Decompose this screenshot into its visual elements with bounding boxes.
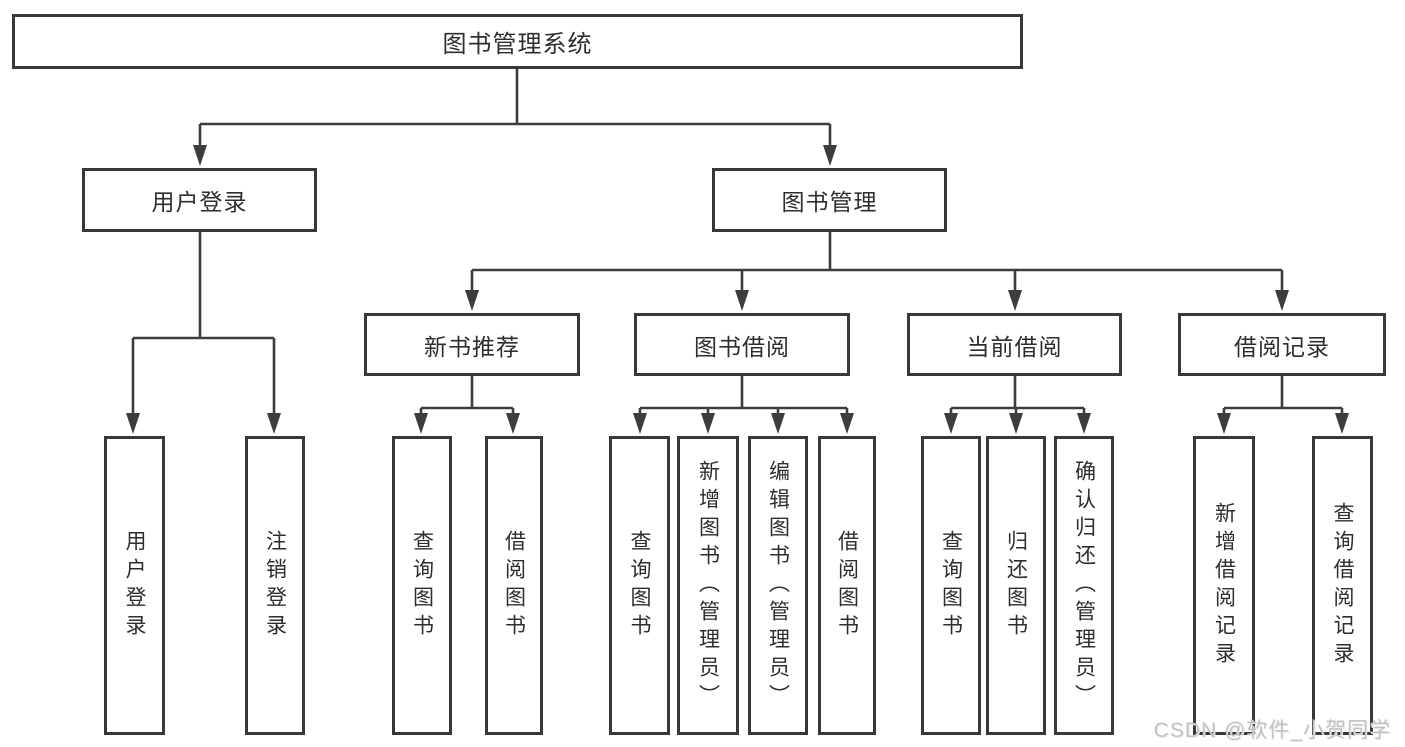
arrowheads (126, 145, 1349, 434)
leaf-query-books-recommend: 查询图书 (392, 436, 452, 735)
leaf-return-books: 归还图书 (986, 436, 1046, 735)
leaf-query-books-borrowing: 查询图书 (609, 436, 670, 735)
leaf-borrow-books-recommend: 借阅图书 (485, 436, 543, 735)
node-library-management-system: 图书管理系统 (12, 14, 1023, 69)
leaf-query-borrow-record: 查询借阅记录 (1312, 436, 1373, 735)
node-new-book-recommend: 新书推荐 (364, 313, 580, 376)
leaf-add-books-admin: 新增图书（管理员） (677, 436, 739, 735)
leaf-user-login: 用户登录 (104, 436, 165, 735)
leaf-edit-books-admin: 编辑图书（管理员） (748, 436, 808, 735)
leaf-confirm-return-admin: 确认归还（管理员） (1054, 436, 1114, 735)
node-user-login: 用户登录 (82, 168, 317, 232)
leaf-add-borrow-record: 新增借阅记录 (1193, 436, 1255, 735)
leaf-query-books-current: 查询图书 (921, 436, 981, 735)
node-current-borrowing: 当前借阅 (907, 313, 1122, 376)
node-borrowing-records: 借阅记录 (1178, 313, 1386, 376)
node-book-borrowing: 图书借阅 (634, 313, 850, 376)
leaf-logout: 注销登录 (245, 436, 305, 735)
leaf-borrow-books: 借阅图书 (818, 436, 876, 735)
node-book-management: 图书管理 (712, 168, 947, 232)
